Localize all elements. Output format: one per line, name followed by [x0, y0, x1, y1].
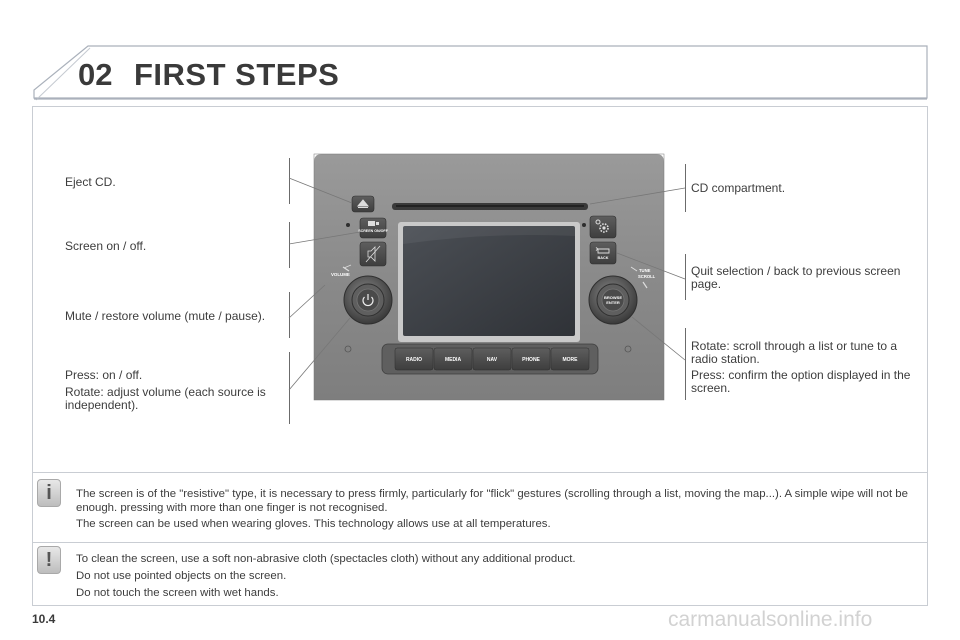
- label-volume-press: Press: on / off.: [65, 368, 143, 382]
- mute-button[interactable]: [359, 241, 387, 267]
- back-button[interactable]: BACK: [589, 241, 617, 265]
- warning-note-text-1: To clean the screen, use a soft non-abra…: [76, 553, 576, 565]
- chapter-number: 02: [78, 57, 113, 92]
- radio-unit-illustration: SCREEN ON/OFF VOLUME: [313, 153, 665, 401]
- back-text: BACK: [598, 256, 609, 260]
- button-more[interactable]: MORE: [550, 347, 590, 371]
- button-more-label: MORE: [563, 357, 579, 363]
- label-eject: Eject CD.: [65, 175, 116, 189]
- gear-icon: [595, 219, 609, 233]
- volume-knob[interactable]: [343, 275, 393, 325]
- divider-cd: [685, 164, 686, 212]
- separator-2: [32, 542, 928, 543]
- button-media[interactable]: MEDIA: [433, 347, 473, 371]
- divider-scroll: [685, 328, 686, 400]
- button-phone-label: PHONE: [522, 357, 540, 363]
- label-back: Quit selection / back to previous screen…: [691, 264, 901, 291]
- separator-1: [32, 472, 928, 473]
- screen-onoff-text: SCREEN ON/OFF: [358, 229, 388, 233]
- info-note: The screen is of the "resistive" type, i…: [76, 487, 916, 531]
- settings-button[interactable]: [589, 215, 617, 239]
- eject-button[interactable]: [351, 195, 375, 213]
- label-press-confirm: Press: confirm the option displayed in t…: [691, 368, 911, 395]
- divider-mute: [289, 292, 290, 338]
- eject-icon: [356, 199, 370, 208]
- label-cd: CD compartment.: [691, 181, 786, 195]
- volume-text: VOLUME: [331, 272, 350, 277]
- tune-text: TUNE: [639, 268, 651, 273]
- button-phone[interactable]: PHONE: [511, 347, 551, 371]
- label-rotate-scroll: Rotate: scroll through a list or tune to…: [691, 339, 898, 366]
- enter-text: ENTER: [606, 300, 620, 305]
- screen-onoff-button[interactable]: SCREEN ON/OFF: [358, 217, 389, 239]
- info-icon: i: [37, 479, 61, 507]
- divider-eject: [289, 158, 290, 204]
- button-nav[interactable]: NAV: [472, 347, 512, 371]
- divider-screen: [289, 222, 290, 268]
- info-note-text-2: The screen can be used when wearing glov…: [76, 518, 551, 530]
- button-radio[interactable]: RADIO: [394, 347, 434, 371]
- label-screen: Screen on / off.: [65, 239, 147, 253]
- info-note-text-1: The screen is of the "resistive" type, i…: [76, 488, 908, 514]
- warning-note-text-2: Do not use pointed objects on the screen…: [76, 570, 287, 582]
- power-icon: [362, 294, 374, 307]
- touch-screen[interactable]: [398, 222, 580, 342]
- button-radio-label: RADIO: [406, 357, 422, 363]
- mute-icon: [365, 245, 381, 263]
- watermark: carmanualsonline.info: [668, 608, 873, 631]
- chapter-title: FIRST STEPS: [134, 57, 340, 92]
- button-media-label: MEDIA: [445, 357, 462, 363]
- label-mute: Mute / restore volume (mute / pause).: [65, 309, 266, 323]
- warning-icon: !: [37, 546, 61, 574]
- cd-slot: [392, 203, 588, 210]
- label-volume-rotate: Rotate: adjust volume (each source is in…: [65, 385, 266, 412]
- divider-volume: [289, 352, 290, 424]
- browse-enter-knob[interactable]: BROWSE ENTER: [588, 275, 638, 325]
- button-nav-label: NAV: [487, 357, 498, 363]
- scroll-text: SCROLL: [638, 274, 656, 279]
- back-arrow-icon: [595, 247, 610, 254]
- warning-note: To clean the screen, use a soft non-abra…: [76, 551, 916, 602]
- header-tab: [33, 45, 928, 101]
- divider-back: [685, 254, 686, 300]
- warning-note-text-3: Do not touch the screen with wet hands.: [76, 587, 279, 599]
- page-number: 10.4: [32, 612, 56, 626]
- browse-text: BROWSE: [604, 295, 622, 300]
